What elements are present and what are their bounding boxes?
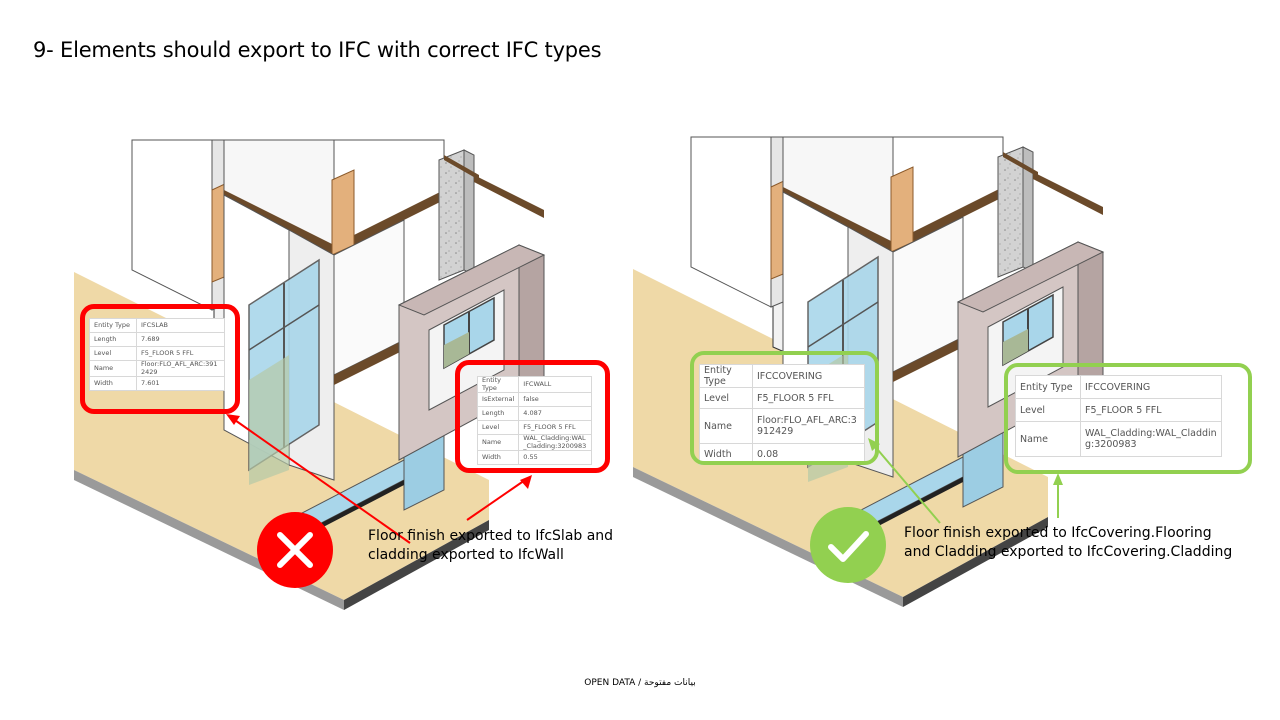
correct-status: [810, 507, 886, 583]
wrong-floor-highlight: [80, 304, 240, 414]
wrong-caption: Floor finish exported to IfcSlab and cla…: [368, 528, 614, 563]
cross-icon: [277, 532, 313, 568]
wrong-cladding-highlight: [455, 360, 610, 473]
wrong-arrows: [226, 414, 532, 544]
correct-floor-highlight: [690, 351, 879, 465]
correct-arrows: [868, 438, 1063, 524]
footer-label: OPEN DATA / بيانات مفتوحة: [584, 678, 696, 688]
check-icon: [828, 531, 869, 562]
correct-cladding-highlight: [1004, 363, 1252, 474]
wrong-status: [257, 512, 333, 588]
correct-caption: Floor finish exported to IfcCovering.Flo…: [904, 525, 1233, 560]
slide-title: 9- Elements should export to IFC with co…: [33, 38, 602, 62]
